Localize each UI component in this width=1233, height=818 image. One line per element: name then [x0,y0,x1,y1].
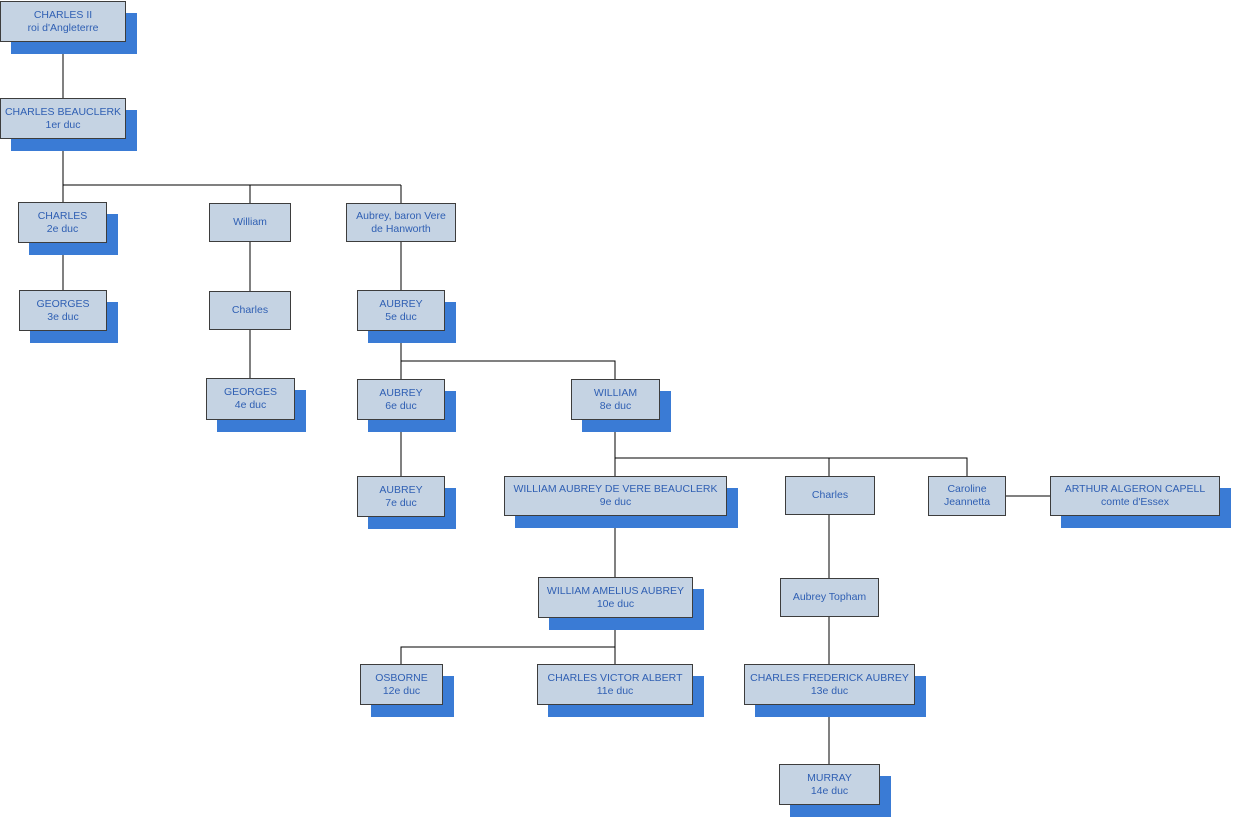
node-aubrey-6e-duc: AUBREY 6e duc [357,379,456,432]
connector [62,139,402,203]
node-georges-4e-duc: GEORGES 4e duc [206,378,306,432]
node-charles-frederick-13e-duc: CHARLES FREDERICK AUBREY 13e duc [744,664,926,717]
node-osborne-12e-duc: OSBORNE 12e duc [360,664,454,717]
node-aubrey-5e-duc: AUBREY 5e duc [357,290,456,343]
node-aubrey-7e-duc: AUBREY 7e duc [357,476,456,529]
node-arthur-capell: ARTHUR ALGERON CAPELL comte d'Essex [1050,476,1231,528]
node-charles: Charles [209,291,291,330]
node-charles-2e-duc: CHARLES 2e duc [18,202,118,255]
node-caroline-jeannetta: Caroline Jeannetta [928,476,1006,516]
node-aubrey-topham: Aubrey Topham [780,578,879,617]
node-charles-victor-11e-duc: CHARLES VICTOR ALBERT 11e duc [537,664,704,717]
node-william: William [209,203,291,242]
node-charles-beauclerk: CHARLES BEAUCLERK 1er duc [0,98,137,151]
node-william-8e-duc: WILLIAM 8e duc [571,379,671,432]
node-william-9e-duc: WILLIAM AUBREY DE VERE BEAUCLERK 9e duc [504,476,738,528]
node-charles-ii: CHARLES II roi d'Angleterre [0,1,137,54]
node-aubrey-baron: Aubrey, baron Vere de Hanworth [346,203,456,242]
node-william-10e-duc: WILLIAM AMELIUS AUBREY 10e duc [538,577,704,630]
connector [400,331,616,379]
node-murray-14e-duc: MURRAY 14e duc [779,764,891,817]
node-charles-son: Charles [785,476,875,515]
connector [400,618,616,664]
node-georges-3e-duc: GEORGES 3e duc [19,290,118,343]
connector [614,420,968,476]
